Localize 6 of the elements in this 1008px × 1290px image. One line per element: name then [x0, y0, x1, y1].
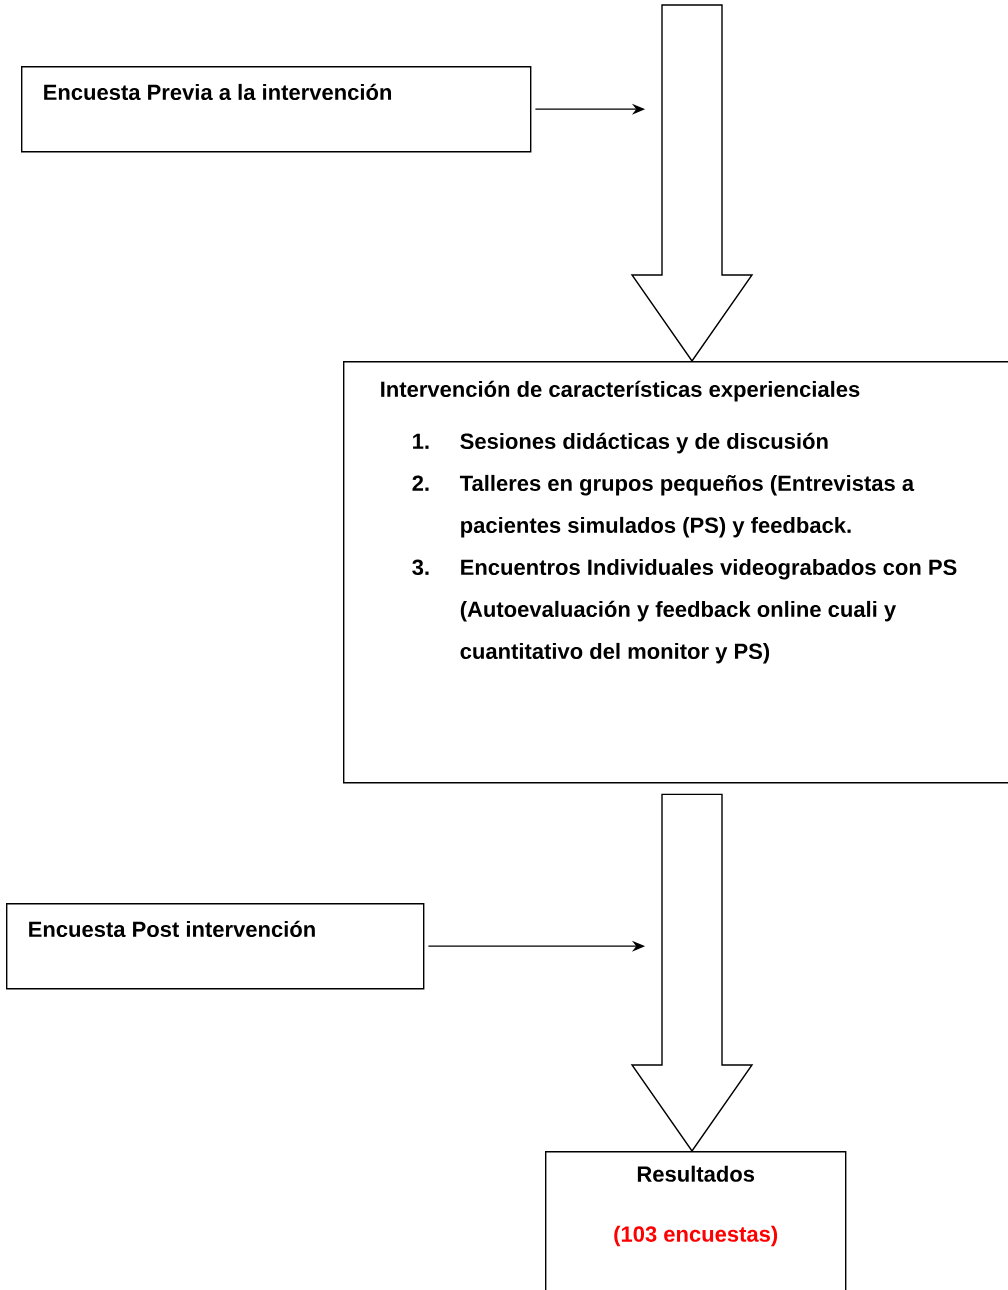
block-arrow	[630, 793, 754, 1153]
process-box: Encuesta Post intervención	[6, 903, 425, 990]
block-arrow	[630, 4, 754, 363]
process-box: Encuesta Previa a la intervención	[21, 66, 532, 153]
process-box: Intervención de características experienciales 1. Sesiones didácticas y de discusión 2. Talleres en grupos pequeños (Entrevistas a pacientes simulados (PS) y feedback. 3. Encuentros Individuales videograbados con PS (Autoevaluación y feedback online cuali y cuantitativo del monitor y PS)	[343, 361, 1008, 784]
process-box: Resultados (103 encuestas)	[545, 1151, 847, 1290]
